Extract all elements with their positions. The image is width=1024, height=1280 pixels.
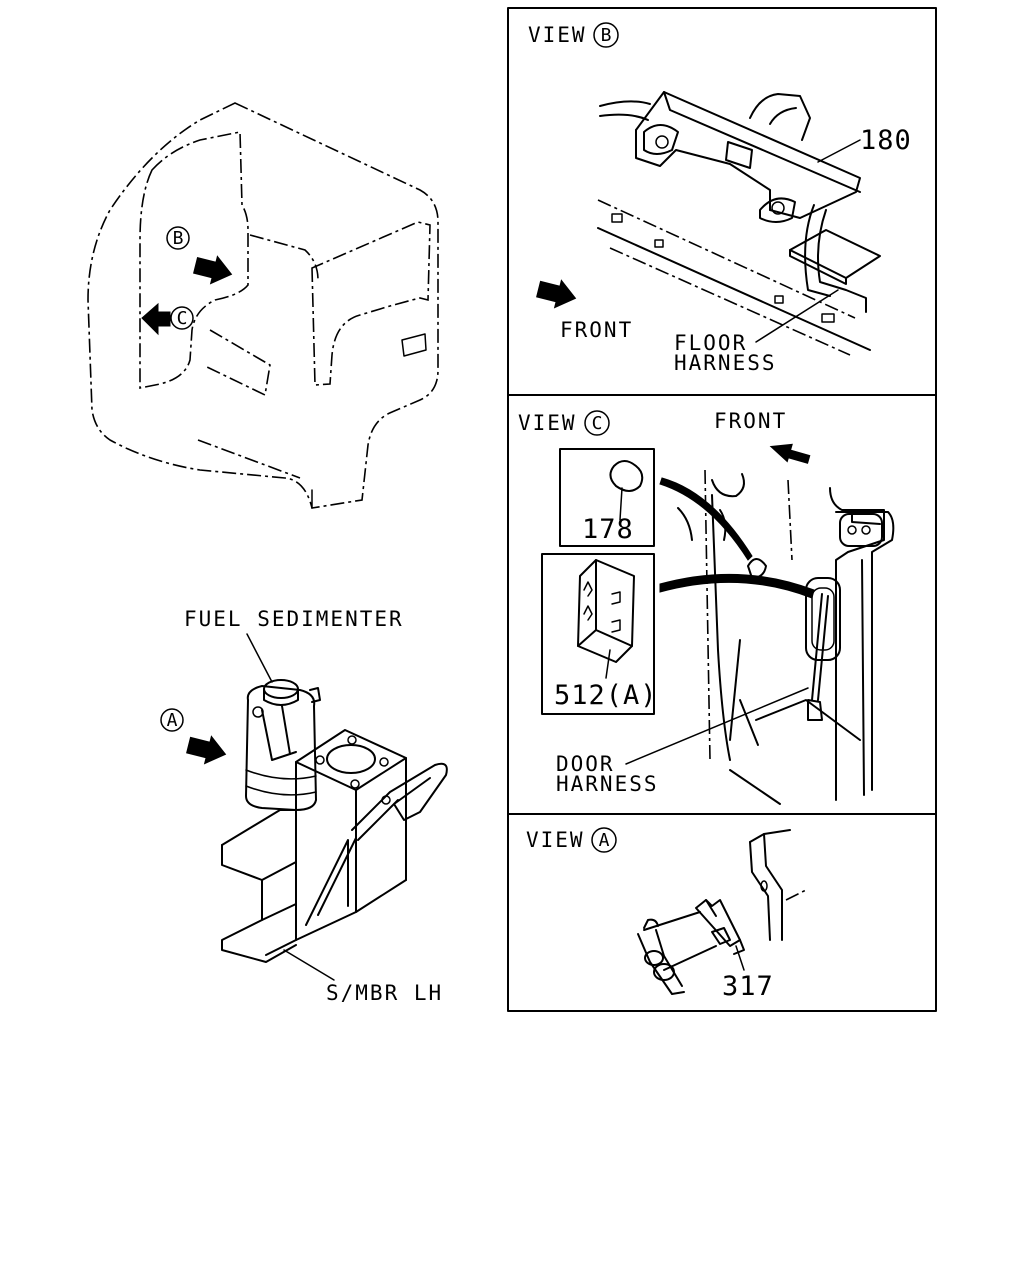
- part-number-512a: 512(A): [554, 680, 658, 711]
- door-harness-label-line2: HARNESS: [556, 772, 659, 796]
- leader-line: [625, 687, 809, 765]
- arrow-right-icon: [186, 735, 227, 765]
- floor-harness-label-line2: HARNESS: [674, 351, 777, 375]
- arrow-right-icon: [536, 279, 577, 309]
- views-frame: [507, 7, 937, 1012]
- view-c-marker: C: [584, 410, 610, 436]
- fuel-sedimenter-assembly: FUEL SEDIMENTER A: [160, 607, 448, 1005]
- marker-a: A: [160, 708, 184, 732]
- svg-text:A: A: [599, 830, 610, 851]
- view-b-marker: B: [593, 22, 619, 48]
- view-b-panel: VIEW B 180 FRO: [528, 22, 912, 375]
- view-a-panel: VIEW A 317: [526, 827, 807, 1002]
- connector-band: [659, 573, 815, 599]
- svg-text:B: B: [601, 25, 612, 46]
- marker-c: C: [170, 306, 194, 330]
- cab-overview: B C: [87, 102, 439, 509]
- svg-text:C: C: [592, 413, 603, 434]
- floor-harness-label-line1: FLOOR: [674, 331, 747, 355]
- svg-text:C: C: [177, 308, 188, 329]
- fuel-sedimenter-label: FUEL SEDIMENTER: [184, 607, 404, 631]
- view-c-title: VIEW: [518, 411, 577, 435]
- part-number-317: 317: [722, 971, 774, 1002]
- view-c-front-label: FRONT: [714, 409, 787, 433]
- leader-line: [735, 945, 745, 971]
- leader-line: [283, 949, 335, 981]
- door-harness-label-line1: DOOR: [556, 752, 615, 776]
- leader-line: [817, 139, 861, 163]
- svg-text:B: B: [173, 228, 184, 249]
- clamp-icon: [577, 559, 635, 663]
- view-a-marker: A: [591, 827, 617, 853]
- part-178-box: [559, 448, 655, 547]
- leader-line: [246, 633, 273, 683]
- clip-icon: [609, 460, 644, 492]
- view-b-front-label: FRONT: [560, 318, 633, 342]
- view-a-title: VIEW: [526, 828, 585, 852]
- marker-b: B: [166, 226, 190, 250]
- arrow-right-icon: [193, 255, 233, 285]
- part-number-180: 180: [860, 125, 912, 156]
- arrow-left-icon: [141, 302, 171, 336]
- smbr-label: S/MBR LH: [326, 981, 443, 1005]
- leader-line: [755, 289, 839, 343]
- svg-text:A: A: [167, 710, 178, 731]
- part-number-178: 178: [582, 514, 634, 545]
- part-512a-box: [541, 553, 655, 715]
- arrow-left-icon: [769, 443, 811, 464]
- view-c-panel: VIEW C FRONT: [518, 409, 895, 805]
- view-b-title: VIEW: [528, 23, 587, 47]
- connector-band: [659, 477, 753, 561]
